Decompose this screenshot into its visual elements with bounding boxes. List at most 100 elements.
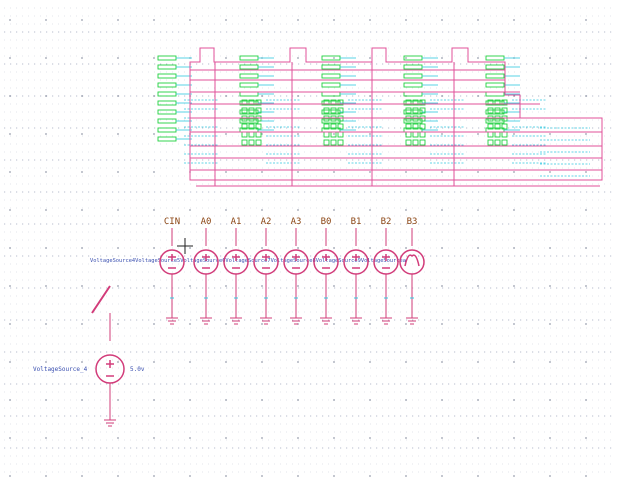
dot-grid [4,7,614,477]
gate-glyph [255,123,262,130]
voltage-source[interactable]: A3 [283,217,309,325]
block-pin-stub [157,127,177,133]
block-pin-stub [239,91,259,97]
gate-glyph [323,99,330,106]
voltage-source[interactable]: A1 [223,217,249,325]
block-pin-stub [157,55,177,61]
gate-glyph [412,107,419,114]
voltage-source[interactable]: B2 [373,217,399,325]
ground-icon [406,317,418,325]
voltage-source[interactable]: CIN [159,217,185,325]
voltage-source-label: B1 [351,217,362,227]
voltage-source-label: A2 [261,217,272,227]
gate-glyph [330,99,337,106]
gate-glyph [248,107,255,114]
gate-glyph [255,139,262,146]
wire-bus-frame[interactable] [189,47,603,187]
crosshair-cursor-icon [177,238,193,254]
gate-glyph [255,99,262,106]
ground-icon [290,317,302,325]
gate-glyph [241,123,248,130]
logic-block[interactable] [239,55,300,164]
gate-glyph [323,123,330,130]
ground-icon [230,317,242,325]
ground-icon [260,317,272,325]
voltage-source-label: A0 [201,217,212,227]
block-pin-stub [157,64,177,70]
gate-glyph [501,107,508,114]
ground-icon [166,317,178,325]
gate-glyph [412,99,419,106]
logic-block[interactable] [403,55,464,164]
voltage-source[interactable]: A2 [253,217,279,325]
block-pin-stub [485,73,505,79]
voltage-source[interactable]: A0 [193,217,219,325]
voltage-source-label: B3 [407,217,418,227]
gate-glyph [494,131,501,138]
gate-glyph [248,123,255,130]
supply-source-icon [95,354,125,384]
block-pin-stub [321,55,341,61]
block-pin-stub [157,91,177,97]
block-pin-stub [403,91,423,97]
block-pin-stub [239,82,259,88]
gate-glyph [241,139,248,146]
voltage-source[interactable]: B3 [399,217,425,325]
voltage-source[interactable]: B0 [313,217,339,325]
block-pin-stub [239,73,259,79]
block-pin-stub [239,64,259,70]
gate-glyph [419,123,426,130]
block-pin-stub [157,136,177,142]
voltage-source-label: B0 [321,217,332,227]
gate-glyph [330,139,337,146]
supply-source-name: VoltageSource_4 [33,366,88,373]
voltage-source-label: A1 [231,217,242,227]
ground-icon [350,317,362,325]
gate-glyph [241,99,248,106]
gate-glyph [255,107,262,114]
block-pin-stub [403,73,423,79]
logic-block[interactable] [157,55,218,164]
supply-voltage-source[interactable]: VoltageSource_4 5.0v [33,285,145,427]
block-pin-stub [403,64,423,70]
logic-block[interactable] [485,55,546,164]
gate-glyph [419,139,426,146]
block-pin-stub [239,55,259,61]
block-pin-stub [485,55,505,61]
gate-glyph [330,107,337,114]
ground-icon [380,317,392,325]
gate-glyph [337,123,344,130]
gate-glyph [494,123,501,130]
voltage-source-label: A3 [291,217,302,227]
gate-glyph [405,99,412,106]
gate-glyph [419,99,426,106]
block-pin-stub [321,73,341,79]
voltage-source[interactable]: B1 [343,217,369,325]
gate-glyph [248,139,255,146]
gate-glyph [419,107,426,114]
gate-glyph [501,99,508,106]
supply-source-value: 5.0v [130,366,145,373]
gate-glyph [487,123,494,130]
block-pin-stub [485,91,505,97]
gate-glyph [248,131,255,138]
gate-glyph [323,107,330,114]
gate-glyph [412,131,419,138]
block-pin-stub [403,82,423,88]
gate-glyph [494,107,501,114]
voltage-source-label: B2 [381,217,392,227]
gate-glyph [487,139,494,146]
ground-icon [320,317,332,325]
block-pin-stub [157,73,177,79]
block-pin-stub [321,82,341,88]
input-voltage-sources[interactable]: CIN A0 A1 A2 A3 B0 B1 B2 B3 [159,217,425,325]
gate-glyph [405,139,412,146]
gate-glyph [412,123,419,130]
gate-glyph [487,107,494,114]
gate-glyph [501,123,508,130]
gate-glyph [501,139,508,146]
gate-glyph [330,123,337,130]
gate-glyph [412,139,419,146]
block-pin-stub [157,82,177,88]
